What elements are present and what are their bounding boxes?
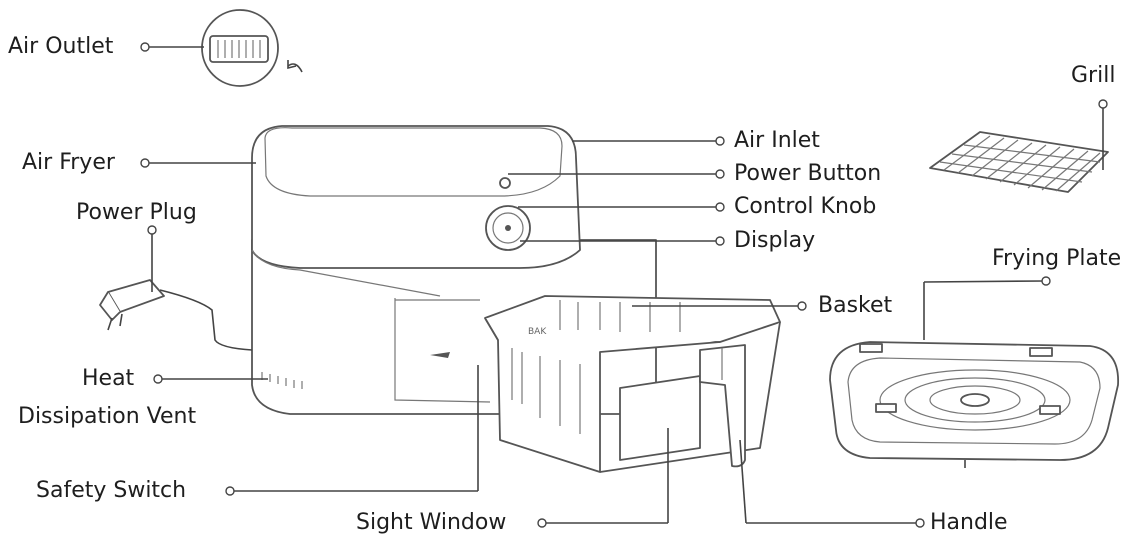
label-control-knob: Control Knob bbox=[734, 194, 876, 220]
label-dissipation-vent: Dissipation Vent bbox=[18, 404, 196, 430]
label-power-button: Power Button bbox=[734, 161, 881, 187]
air-outlet-detail bbox=[202, 10, 302, 86]
label-air-fryer: Air Fryer bbox=[22, 150, 115, 176]
label-power-plug: Power Plug bbox=[76, 200, 197, 226]
label-display: Display bbox=[734, 228, 815, 254]
label-heat: Heat bbox=[82, 366, 134, 392]
label-grill: Grill bbox=[1071, 63, 1115, 89]
svg-text:BAK: BAK bbox=[528, 327, 547, 337]
label-air-outlet: Air Outlet bbox=[8, 34, 113, 60]
label-safety-switch: Safety Switch bbox=[36, 478, 186, 504]
label-basket: Basket bbox=[818, 293, 892, 319]
frying-plate-drawing bbox=[830, 342, 1118, 468]
label-sight-window: Sight Window bbox=[356, 510, 506, 536]
label-frying-plate: Frying Plate bbox=[992, 246, 1121, 272]
label-handle: Handle bbox=[930, 510, 1008, 536]
grill-drawing bbox=[930, 132, 1108, 192]
power-plug-drawing bbox=[100, 280, 252, 350]
label-air-inlet: Air Inlet bbox=[734, 128, 820, 154]
